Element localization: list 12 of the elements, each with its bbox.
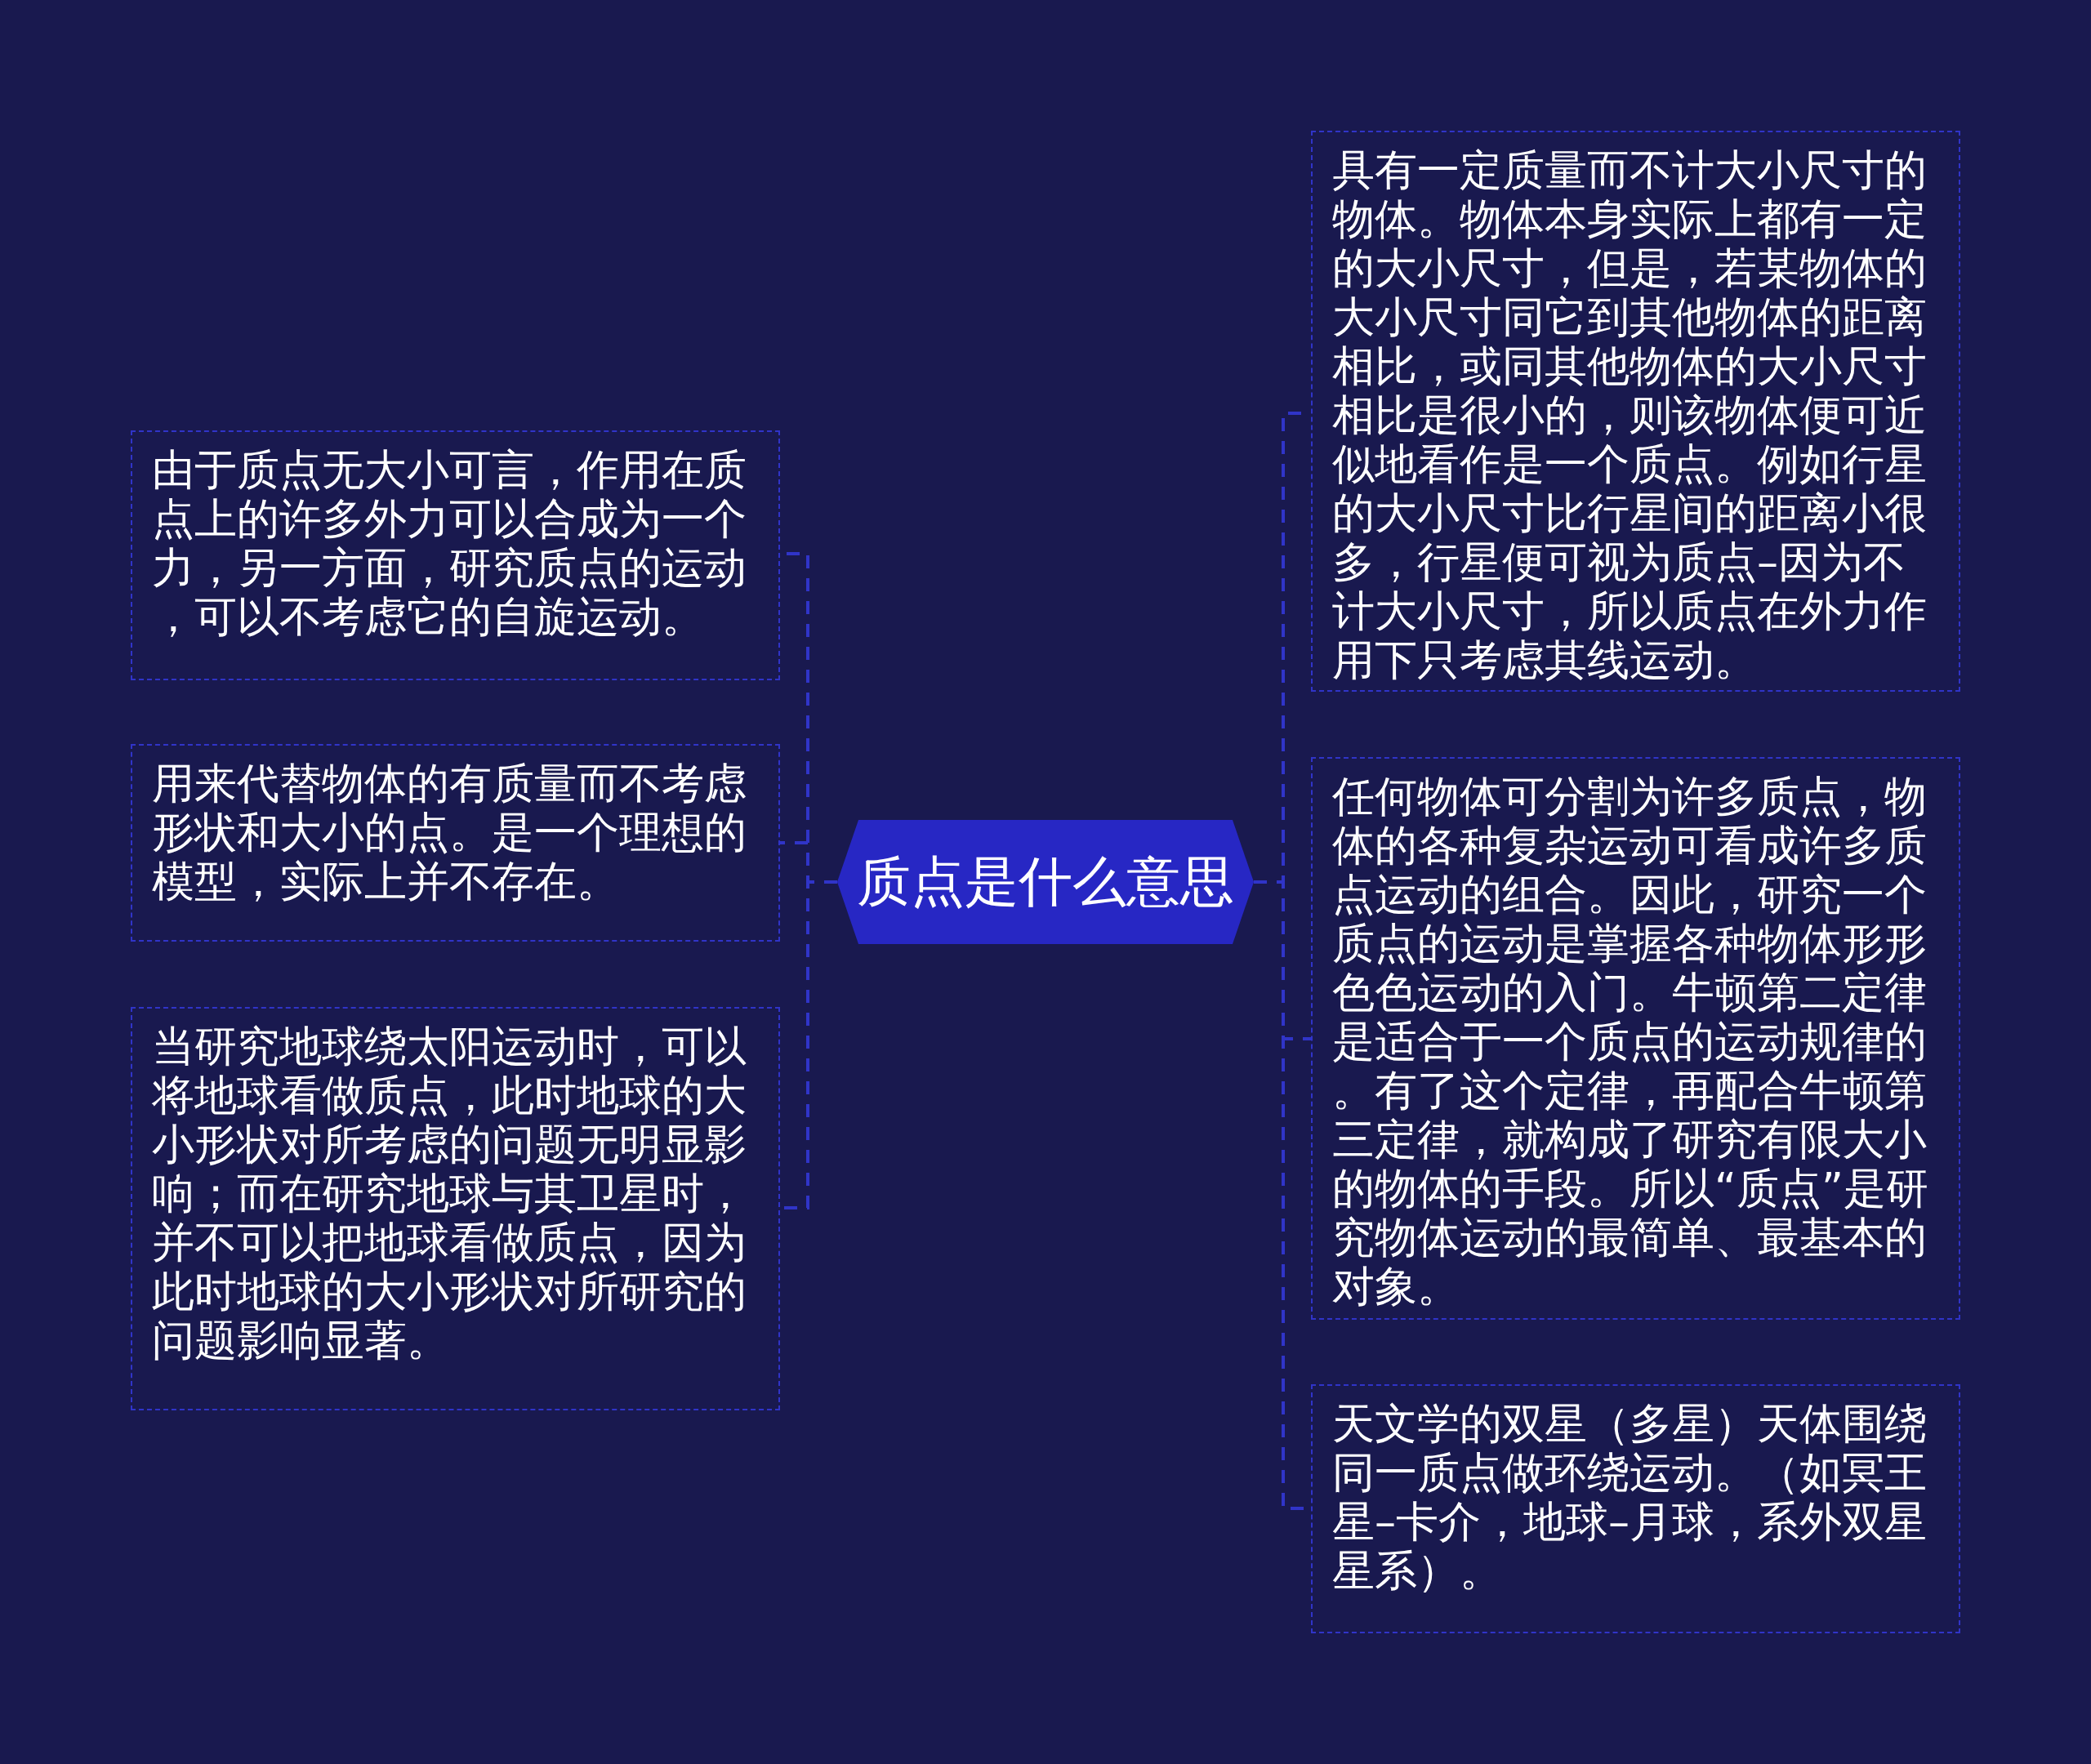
text-box (131, 744, 780, 942)
paragraph: 由于质点无大小可言，作用在质点上的许多外力可以合成为一个力，另一方面，研究质点的运动，可以不考虑它的自旋运动。 (152, 445, 747, 641)
topic-hexagon (837, 820, 1254, 944)
paragraph: 当研究地球绕太阳运动时，可以将地球看做质点，此时地球的大小形状对所考虑的问题无明显影响；而在研究地球与其卫星时，并不可以把地球看做质点，因为此时地球的大小形状对所研究的问题影响显著。 (152, 1022, 747, 1365)
text-box (1311, 1384, 1960, 1633)
text-box (131, 430, 780, 680)
paragraph: 具有一定质量而不计大小尺寸的物体。物体本身实际上都有一定的大小尺寸，但是，若某物体的大小尺寸同它到其他物体的距离相比，或同其他物体的大小尺寸相比是很小的，则该物体便可近似地看作是一个质点。例如行星的大小尺寸比行星间的距离小很多，行星便可视为质点–因为不计大小尺寸，所以质点在外力作用下只考虑其线运动。 (1332, 145, 1928, 684)
topic-title: 质点是什么意思 (857, 849, 1234, 915)
paragraph: 天文学的双星（多星）天体围绕同一质点做环绕运动。（如冥王星–卡介，地球–月球，系外双星星系）。 (1332, 1399, 1928, 1595)
text-box (131, 1007, 780, 1410)
paragraph: 用来代替物体的有质量而不考虑形状和大小的点。是一个理想的模型，实际上并不存在。 (152, 759, 747, 906)
paragraph: 任何物体可分割为许多质点，物体的各种复杂运动可看成许多质点运动的组合。因此，研究一个质点的运动是掌握各种物体形形色色运动的入门。牛顿第二定律是适合于一个质点的运动规律的。有了这个定律，再配合牛顿第三定律，就构成了研究有限大小的物体的手段。所以“质点”是研究物体运动的最简单、最基本的对象。 (1332, 772, 1929, 1311)
